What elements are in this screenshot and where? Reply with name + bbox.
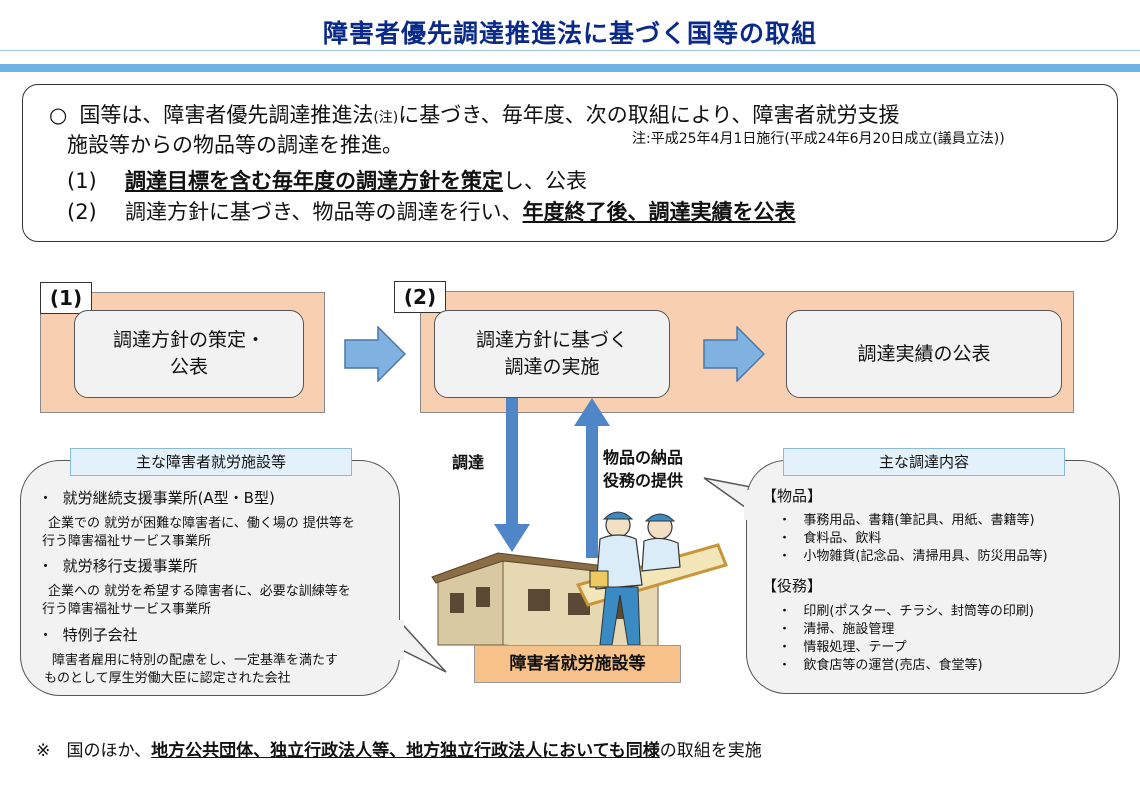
procurement-callout-join [744, 490, 750, 520]
facility-1-bullet: ・ [38, 489, 54, 507]
procurement-callout [746, 460, 1120, 694]
goods-item-label: 事務用品、書籍(筆記具、用紙、書籍等) [803, 513, 1035, 528]
step-2-tag: (2) [394, 281, 446, 313]
services-item: ・ 印刷(ポスター、チラシ、封筒等の印刷) [778, 600, 1034, 619]
footer-lead: 国のほか、 [66, 741, 152, 761]
goods-item-label: 小物雑貨(記念品、清掃用具、防災用品等) [803, 549, 1048, 564]
services-item: ・ 情報処理、テープ [778, 636, 907, 655]
procurement-down-arrow-icon [494, 398, 530, 552]
step-3-box: 調達実績の公表 [786, 310, 1062, 398]
services-bullet: ・ [778, 640, 792, 655]
summary-line-1: ○ 国等は、障害者優先調達推進法(注)に基づき、毎年度、次の取組により、障害者就労… [49, 99, 900, 129]
facility-1-desc-2: 行う障害福祉サービス事業所 [42, 534, 212, 549]
item-2-emphasis: 年度終了後、調達実績を公表 [522, 200, 796, 224]
delivery-label-1: 物品の納品 [603, 448, 684, 467]
summary-text-1-rest: に基づき、毎年度、次の取組により、障害者就労支援 [398, 103, 900, 127]
procurement-label: 調達 [452, 453, 485, 472]
summary-item-1: (1) 調達目標を含む毎年度の調達方針を策定し、公表 [67, 165, 587, 195]
goods-bullet: ・ [778, 549, 792, 564]
item-1-emphasis: 調達目標を含む毎年度の調達方針を策定 [125, 169, 503, 193]
facility-3-title: ・ 特例子会社 [38, 624, 138, 645]
title-divider-thick [0, 64, 1140, 72]
goods-item: ・ 食料品、飲料 [778, 527, 881, 546]
facility-label: 障害者就労施設等 [474, 645, 681, 683]
facility-2-desc-2: 行う障害福祉サービス事業所 [42, 602, 212, 617]
footer-mark: ※ [36, 741, 51, 761]
item-2-number: (2) [67, 200, 97, 224]
step-2-line-2: 調達の実施 [504, 356, 600, 378]
summary-box: ○ 国等は、障害者優先調達推進法(注)に基づき、毎年度、次の取組により、障害者就労… [22, 84, 1118, 242]
title-divider-thin [0, 50, 1140, 51]
step-1-tag: (1) [40, 282, 92, 314]
summary-line-2: 施設等からの物品等の調達を推進。 [67, 133, 403, 157]
goods-heading: 【物品】 [762, 487, 823, 505]
services-item-label: 清掃、施設管理 [803, 622, 895, 637]
services-item: ・ 飲食店等の運営(売店、食堂等) [778, 654, 983, 673]
goods-bullet: ・ [778, 531, 792, 546]
services-item-label: 飲食店等の運営(売店、食堂等) [803, 658, 983, 673]
delivery-up-arrow-icon [574, 398, 610, 558]
services-bullet: ・ [778, 604, 792, 619]
workers-building-illustration-icon [431, 511, 728, 656]
services-bullet: ・ [778, 622, 792, 637]
facility-2-name: 就労移行支援事業所 [62, 557, 198, 575]
summary-bullet: ○ [49, 103, 68, 127]
services-item-label: 印刷(ポスター、チラシ、封筒等の印刷) [803, 604, 1034, 619]
page-title: 障害者優先調達推進法に基づく国等の取組 [322, 19, 817, 48]
item-2-lead: 調達方針に基づき、物品等の調達を行い、 [125, 200, 523, 224]
footer-rest: の取組を実施 [659, 741, 762, 761]
flow-arrow-1-icon [344, 326, 406, 382]
facility-2-title: ・ 就労移行支援事業所 [38, 555, 198, 576]
facility-2-bullet: ・ [38, 557, 54, 575]
facility-2-desc-1: 企業への 就労を希望する障害者に、必要な訓練等を [48, 584, 351, 599]
footer-emphasis: 地方公共団体、独立行政法人等、地方独立行政法人においても同様 [151, 741, 660, 761]
facility-1-title: ・ 就労継続支援事業所(A型・B型) [38, 487, 275, 508]
law-note: 注:平成25年4月1日施行(平成24年6月20日成立(議員立法)) [632, 131, 1005, 147]
facilities-heading: 主な障害者就労施設等 [70, 448, 352, 476]
step-2-box: 調達方針に基づく調達の実施 [434, 310, 670, 398]
procurement-heading: 主な調達内容 [783, 448, 1065, 476]
goods-bullet: ・ [778, 513, 792, 528]
step-1-box: 調達方針の策定・公表 [74, 310, 304, 398]
facility-1-name: 就労継続支援事業所(A型・B型) [62, 489, 275, 507]
facility-3-bullet: ・ [38, 626, 54, 644]
services-heading: 【役務】 [762, 577, 823, 595]
item-1-number: (1) [67, 169, 97, 193]
facility-3-desc-1: 障害者雇用に特別の配慮をし、一定基準を満たす [52, 653, 339, 668]
facilities-callout [20, 460, 400, 696]
summary-text-1: 国等は、障害者優先調達推進法 [79, 103, 374, 127]
item-1-rest: し、公表 [503, 169, 587, 193]
facility-3-name: 特例子会社 [62, 626, 138, 644]
summary-note-marker: (注) [373, 110, 399, 126]
step-1-line-1: 調達方針の策定・ [112, 329, 265, 352]
flow-arrow-2-icon [703, 326, 765, 382]
services-item-label: 情報処理、テープ [803, 640, 907, 655]
step-1-line-2: 公表 [169, 356, 208, 378]
facility-1-desc-1: 企業での 就労が困難な障害者に、働く場の 提供等を [48, 516, 355, 531]
goods-item-label: 食料品、飲料 [803, 531, 882, 546]
facility-3-desc-2: ものとして厚生労働大臣に認定された会社 [44, 671, 291, 686]
services-item: ・ 清掃、施設管理 [778, 618, 894, 637]
summary-item-2: (2) 調達方針に基づき、物品等の調達を行い、年度終了後、調達実績を公表 [67, 196, 796, 226]
step-2-line-1: 調達方針に基づく [475, 329, 628, 352]
delivery-label-2: 役務の提供 [603, 471, 684, 490]
facilities-callout-join [380, 620, 404, 660]
goods-item: ・ 小物雑貨(記念品、清掃用具、防災用品等) [778, 545, 1048, 564]
services-bullet: ・ [778, 658, 792, 673]
goods-item: ・ 事務用品、書籍(筆記具、用紙、書籍等) [778, 509, 1035, 528]
footer-note: ※ 国のほか、地方公共団体、独立行政法人等、地方独立行政法人においても同様の取組… [36, 736, 762, 761]
